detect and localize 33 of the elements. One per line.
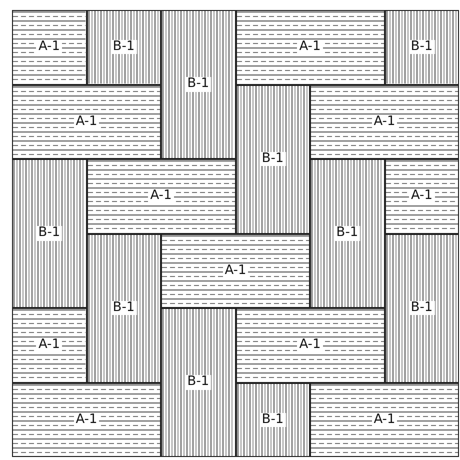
horizontal-hatched-tile [86,159,236,234]
tile-label: B-1 [110,40,137,54]
horizontal-hatched-tile [310,84,459,159]
vertical-hatched-tile [310,159,384,308]
horizontal-hatched-tile [384,159,459,234]
vertical-hatched-tile [86,234,161,382]
vertical-hatched-tile [236,84,310,234]
horizontal-hatched-tile [12,84,161,159]
horizontal-hatched-tile [12,10,86,84]
tile-label: A-1 [148,189,174,204]
tile-label: B-1 [408,40,435,54]
tile-label: A-1 [408,189,435,204]
tile-label: A-1 [297,338,323,352]
tile-label: B-1 [185,375,212,390]
horizontal-hatched-tile [161,234,310,308]
vertical-hatched-tile [86,10,161,84]
horizontal-hatched-tile [310,382,459,457]
vertical-hatched-tile [161,308,236,457]
horizontal-hatched-tile [236,10,384,84]
vertical-hatched-tile [384,10,459,84]
tile-label: A-1 [36,40,62,54]
vertical-hatched-tile [384,234,459,382]
tile-label: B-1 [334,226,360,241]
tile-label: B-1 [185,77,212,92]
horizontal-hatched-tile [236,308,384,382]
horizontal-hatched-tile [12,382,161,457]
vertical-hatched-tile [12,159,86,308]
tile-label: A-1 [297,40,323,54]
vertical-hatched-tile [236,382,310,457]
horizontal-hatched-tile [12,308,86,382]
vertical-hatched-tile [161,10,236,159]
tile-label: A-1 [36,338,62,352]
tile-label: B-1 [36,226,62,241]
